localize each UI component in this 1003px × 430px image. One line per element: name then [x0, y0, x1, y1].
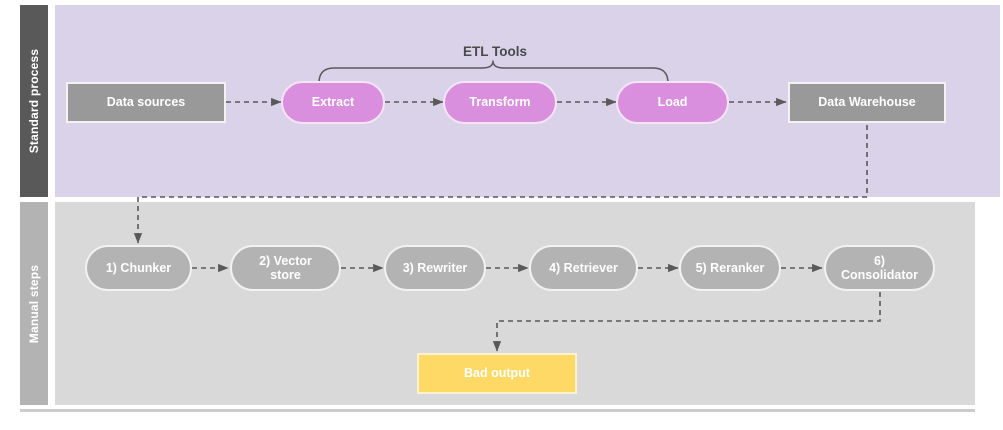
node-extract-label: Extract [311, 95, 355, 110]
etl-tools-label: ETL Tools [463, 44, 527, 59]
node-transform[interactable]: Transform [443, 81, 557, 124]
node-extract[interactable]: Extract [281, 81, 385, 124]
node-reranker-label: 5) Reranker [695, 260, 765, 275]
node-data-warehouse[interactable]: Data Warehouse [788, 82, 946, 123]
node-load-label: Load [657, 95, 688, 110]
node-rewriter-label: 3) Rewriter [402, 260, 468, 275]
node-bad-output-label: Bad output [464, 366, 530, 381]
node-consolidator[interactable]: 6) Consolidator [824, 245, 935, 291]
node-load[interactable]: Load [616, 81, 729, 124]
lane-label-manual-steps: Manual steps [20, 202, 48, 405]
node-consolidator-label: 6) Consolidator [840, 253, 919, 282]
node-chunker-label: 1) Chunker [105, 260, 172, 275]
node-data-warehouse-label: Data Warehouse [818, 95, 916, 110]
node-transform-label: Transform [469, 95, 531, 110]
node-data-sources[interactable]: Data sources [66, 82, 226, 123]
node-bad-output[interactable]: Bad output [417, 353, 577, 394]
node-reranker[interactable]: 5) Reranker [679, 245, 781, 291]
node-rewriter[interactable]: 3) Rewriter [384, 245, 486, 291]
node-retriever-label: 4) Retriever [549, 260, 618, 275]
node-data-sources-label: Data sources [106, 95, 186, 110]
bottom-divider [20, 409, 975, 412]
lane-label-manual-steps-text: Manual steps [27, 264, 41, 343]
node-vector-store[interactable]: 2) Vector store [230, 245, 341, 291]
lane-label-standard-process: Standard process [20, 5, 48, 197]
node-chunker[interactable]: 1) Chunker [85, 245, 192, 291]
lane-label-standard-process-text: Standard process [27, 48, 41, 154]
node-vector-store-label: 2) Vector store [259, 253, 312, 282]
node-retriever[interactable]: 4) Retriever [529, 245, 638, 291]
